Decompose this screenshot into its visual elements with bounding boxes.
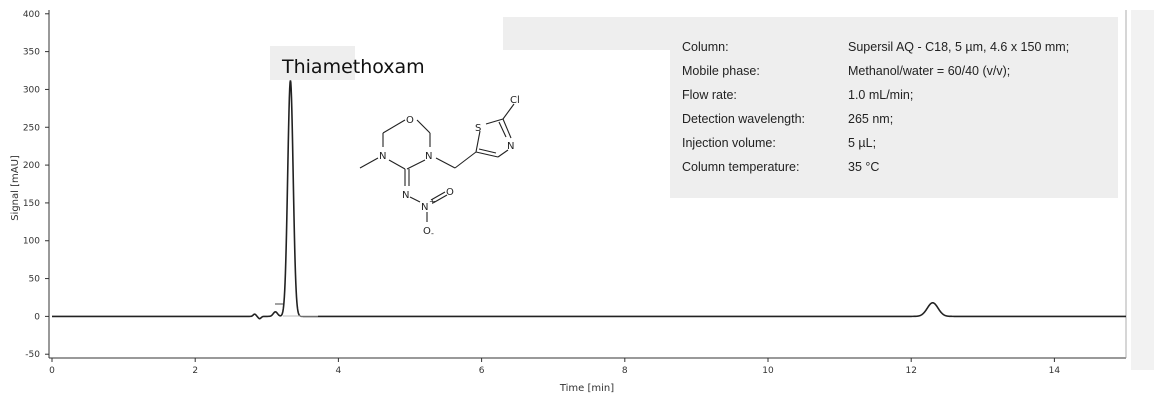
peak-annotation: Thiamethoxam xyxy=(281,56,425,78)
y-tick-label: 250 xyxy=(23,123,40,133)
condition-label: Column temperature: xyxy=(682,160,799,174)
condition-value: 1.0 mL/min; xyxy=(848,88,913,102)
atom-label: O xyxy=(406,115,414,126)
x-tick-label: 2 xyxy=(192,366,198,376)
condition-value: 265 nm; xyxy=(848,112,893,126)
charge-label: - xyxy=(431,229,434,238)
atom-label: N xyxy=(425,151,432,162)
conditions-list: Column: Supersil AQ - C18, 5 µm, 4.6 x 1… xyxy=(682,40,1069,174)
axes xyxy=(48,10,1127,359)
y-tick-label: 350 xyxy=(23,48,40,58)
structure-box xyxy=(338,81,563,257)
atom-label: Cl xyxy=(510,95,520,106)
atom-label: S xyxy=(475,123,481,134)
y-tick-label: -50 xyxy=(25,350,40,360)
y-axis-label: Signal [mAU] xyxy=(10,155,21,221)
condition-value: 35 °C xyxy=(848,160,879,174)
atom-label: N xyxy=(507,141,514,152)
atom-label: O xyxy=(423,226,431,237)
atom-label: N xyxy=(402,190,409,201)
condition-label: Detection wavelength: xyxy=(682,112,805,126)
x-tick-label: 12 xyxy=(905,366,916,376)
condition-value: 5 µL; xyxy=(848,136,876,150)
right-edge-panel xyxy=(1131,10,1154,370)
condition-label: Injection volume: xyxy=(682,136,776,150)
y-tick-label: 50 xyxy=(29,275,41,285)
condition-label: Column: xyxy=(682,40,729,54)
atom-label: N xyxy=(421,202,428,213)
condition-label: Flow rate: xyxy=(682,88,737,102)
chromatogram-trace xyxy=(52,80,1126,320)
atom-label: N xyxy=(379,151,386,162)
conditions-panel xyxy=(670,17,1118,198)
y-axis-ticks: -50 0 50 100 150 200 250 300 350 400 xyxy=(23,10,49,360)
x-tick-label: 14 xyxy=(1049,366,1061,376)
structure-atom-labels: O N N N N O O S N Cl + - xyxy=(379,95,520,238)
x-axis-ticks: 0 2 4 6 8 10 12 14 xyxy=(49,358,1060,376)
y-tick-label: 100 xyxy=(23,237,40,247)
y-tick-label: 0 xyxy=(34,312,40,322)
thiamethoxam-structure xyxy=(359,103,515,222)
charge-label: + xyxy=(429,197,436,206)
y-tick-label: 150 xyxy=(23,199,40,209)
condition-label: Mobile phase: xyxy=(682,64,760,78)
x-axis-label: Time [min] xyxy=(559,383,614,394)
x-tick-label: 10 xyxy=(762,366,774,376)
y-tick-label: 200 xyxy=(23,161,40,171)
peak-label-panel xyxy=(270,46,355,80)
x-tick-label: 6 xyxy=(479,366,485,376)
y-tick-label: 400 xyxy=(23,10,40,20)
condition-value: Methanol/water = 60/40 (v/v); xyxy=(848,64,1010,78)
y-tick-label: 300 xyxy=(23,85,40,95)
x-tick-label: 4 xyxy=(336,366,342,376)
condition-value: Supersil AQ - C18, 5 µm, 4.6 x 150 mm; xyxy=(848,40,1069,54)
atom-label: O xyxy=(446,187,454,198)
x-tick-label: 0 xyxy=(49,366,55,376)
x-tick-label: 8 xyxy=(622,366,628,376)
